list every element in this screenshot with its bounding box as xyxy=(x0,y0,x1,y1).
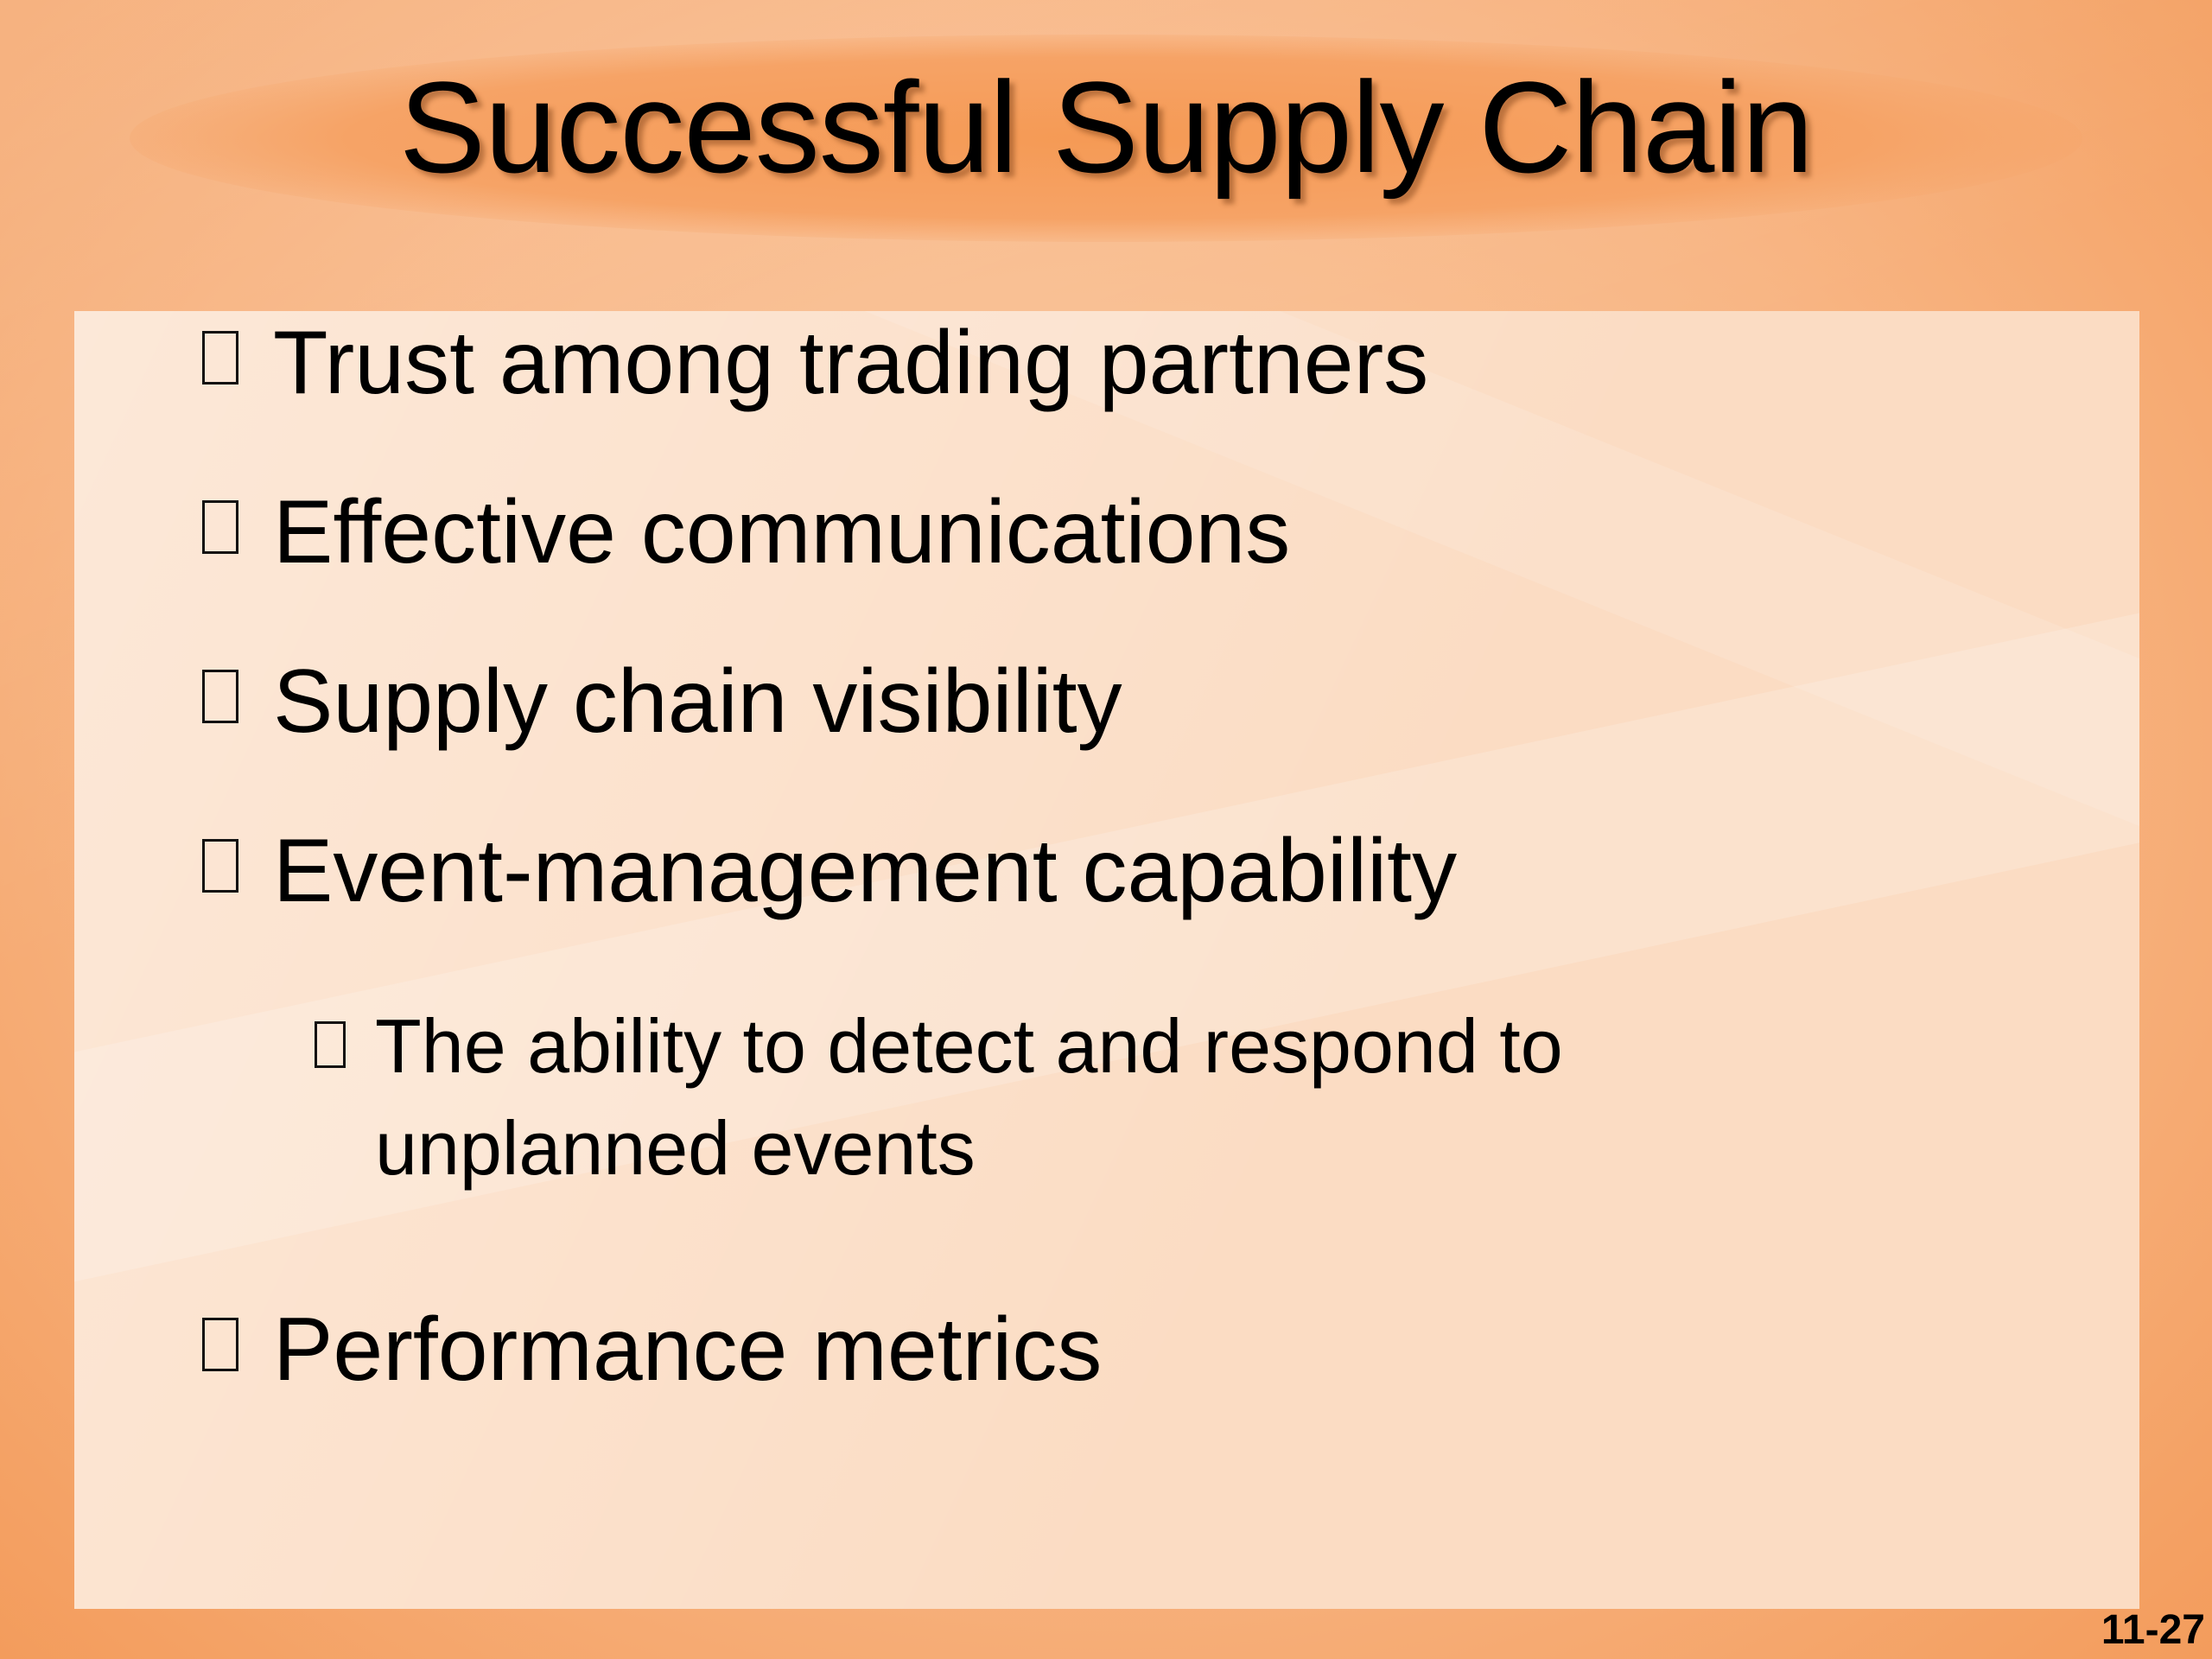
bullet-marker-icon xyxy=(202,839,238,893)
bullet-text: Effective communications xyxy=(273,482,1291,582)
content-box: Trust among trading partners Effective c… xyxy=(74,311,2139,1609)
bullet-marker-icon xyxy=(202,1318,238,1371)
bullet-item-event-management: Event-management capability xyxy=(202,819,1457,923)
bullet-marker-icon xyxy=(202,331,238,385)
bullet-item-trust: Trust among trading partners xyxy=(202,311,1428,415)
page-number: 11-27 xyxy=(2101,1607,2205,1653)
bullet-text: Supply chain visibility xyxy=(273,652,1122,752)
title-glow xyxy=(130,35,2082,242)
sub-bullet-marker-icon xyxy=(315,1021,346,1068)
bullet-text: Event-management capability xyxy=(273,821,1458,921)
bullet-list: Trust among trading partners Effective c… xyxy=(74,311,2139,1609)
bullet-item-communications: Effective communications xyxy=(202,480,1290,584)
sub-bullet-text: The ability to detect and respond to unp… xyxy=(375,1003,1563,1191)
slide-title: Successful Supply Chain xyxy=(398,54,1814,200)
bullet-item-performance: Performance metrics xyxy=(202,1298,1102,1402)
bullet-marker-icon xyxy=(202,670,238,723)
bullet-text: Trust among trading partners xyxy=(273,313,1429,413)
bullet-text: Performance metrics xyxy=(273,1300,1103,1400)
bullet-item-visibility: Supply chain visibility xyxy=(202,650,1122,753)
bullet-marker-icon xyxy=(202,500,238,554)
